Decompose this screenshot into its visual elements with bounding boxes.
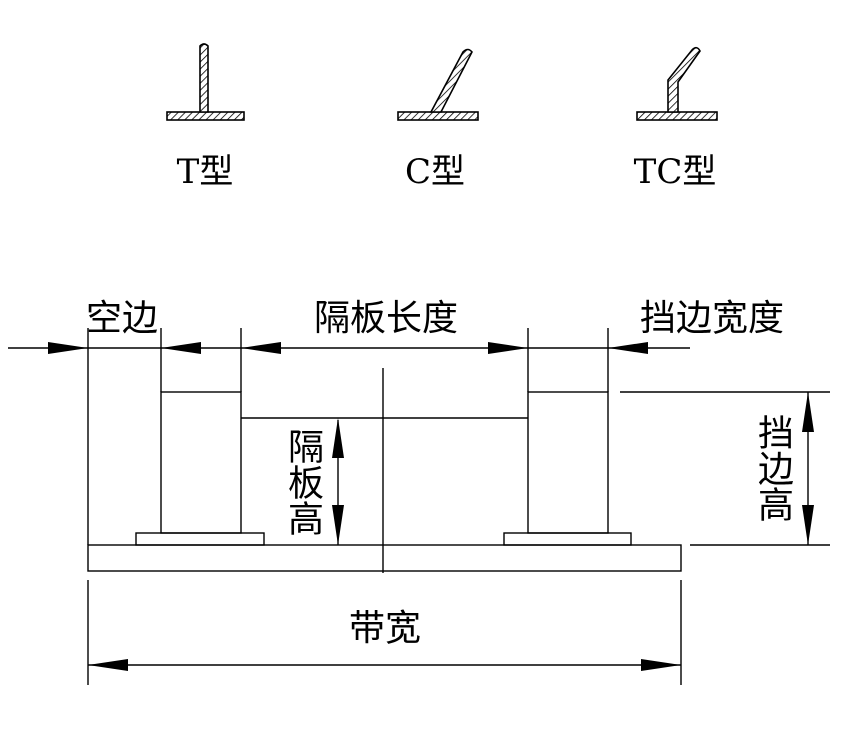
t-profile-label: T型: [177, 152, 234, 192]
c-profile-label: C型: [405, 152, 465, 192]
left-sidewall: [135, 391, 265, 546]
partition-height-label: 隔板高: [282, 428, 323, 536]
belt-body: [87, 544, 682, 572]
extension-lines: [87, 328, 830, 685]
empty-edge-label: 空边: [86, 298, 158, 339]
sidewall-width-label: 挡边宽度: [640, 298, 784, 339]
tc-profile-icon: [636, 46, 718, 121]
sidewall-height-dimension: [802, 392, 814, 545]
partition-length-label: 隔板长度: [314, 298, 458, 339]
belt-width-label: 带宽: [349, 608, 421, 649]
t-profile-icon: [166, 43, 245, 121]
belt-width-dimension: [88, 659, 681, 671]
partition-height-dimension: [332, 418, 344, 545]
right-sidewall: [503, 391, 632, 546]
sidewall-height-label: 挡边高: [752, 414, 794, 522]
tc-profile-label: TC型: [634, 152, 717, 192]
c-profile-icon: [397, 48, 479, 121]
top-dimension: [8, 342, 690, 354]
